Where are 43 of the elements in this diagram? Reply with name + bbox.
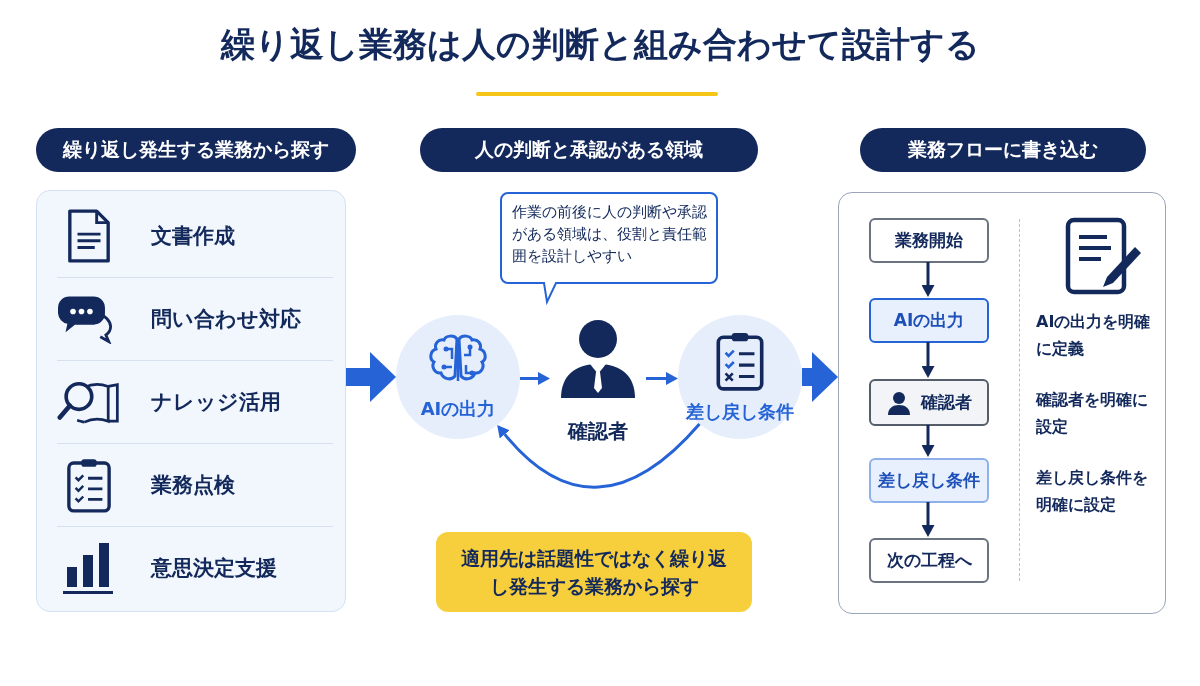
step-box xyxy=(869,379,989,426)
arrow xyxy=(520,372,550,385)
heading-pill xyxy=(860,128,1146,172)
heading-pill xyxy=(36,128,356,172)
panel-card xyxy=(838,192,1166,614)
step-box xyxy=(869,458,989,503)
step-label: 次の工程へ xyxy=(886,549,972,572)
step-label: 確認者 xyxy=(920,391,972,414)
speech-bubble xyxy=(500,192,718,304)
item-label: 意思決定支援 xyxy=(151,555,277,582)
step-label: 差し戻し条件 xyxy=(878,469,980,492)
section-heading: 業務フローに書き込む xyxy=(908,137,1098,162)
node-label: 差し戻し条件 xyxy=(686,400,794,424)
block-arrow xyxy=(346,352,396,402)
item-label: 業務点検 xyxy=(151,472,235,499)
step-label: AIの出力 xyxy=(893,309,965,332)
node-label: AIの出力 xyxy=(420,397,496,421)
item-label: 問い合わせ対応 xyxy=(151,306,301,333)
section-heading: 人の判断と承認がある領域 xyxy=(475,137,703,162)
item-label: 文書作成 xyxy=(151,223,235,250)
arrow xyxy=(496,422,701,489)
arrow xyxy=(921,342,935,378)
step-box xyxy=(869,538,989,583)
page-title: 繰り返し業務は人の判断と組み合わせて設計する xyxy=(219,23,981,66)
heading-pill xyxy=(420,128,758,172)
step-label: 業務開始 xyxy=(895,229,963,252)
item-label: ナレッジ活用 xyxy=(151,389,281,416)
person-label: 確認者 xyxy=(568,418,628,445)
note-box xyxy=(436,532,752,612)
callout-text: 作業の前後に人の判断や承認がある領域は、役割と責任範囲を設計しやすい xyxy=(512,202,708,267)
note-text: 適用先は話題性ではなく繰り返し発生する業務から探す xyxy=(460,545,728,599)
arrow xyxy=(921,502,935,537)
arrow xyxy=(646,372,678,385)
panel-card xyxy=(36,190,346,612)
section-heading: 繰り返し発生する業務から探す xyxy=(63,137,329,162)
block-arrow xyxy=(802,352,838,402)
step-box xyxy=(869,218,989,263)
note-text: AIの出力を明確に定義 xyxy=(1036,311,1152,361)
note-text: 確認者を明確に設定 xyxy=(1036,389,1149,439)
arrow xyxy=(921,425,935,457)
step-box xyxy=(869,298,989,343)
note-text: 差し戻し条件を明確に設定 xyxy=(1036,467,1149,517)
arrow xyxy=(921,262,935,297)
